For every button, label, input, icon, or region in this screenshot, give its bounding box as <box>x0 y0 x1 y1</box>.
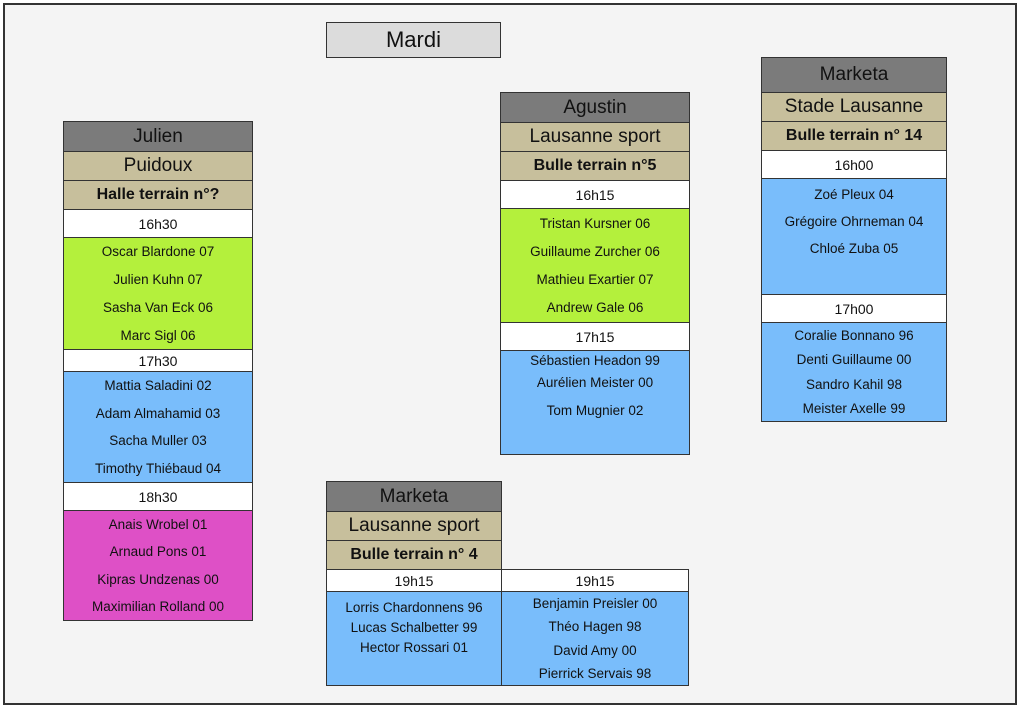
player-entry: Mathieu Exartier 07 <box>536 272 654 288</box>
site-name: Lausanne sport <box>326 512 502 541</box>
player-entry: Anais Wrobel 01 <box>108 517 208 533</box>
schedule-block-julien: Julien Puidoux Halle terrain n°? 16h30 O… <box>63 121 253 621</box>
coach-name: Marketa <box>761 57 947 93</box>
player-group: Coralie Bonnano 96 Denti Guillaume 00 Sa… <box>761 323 947 422</box>
player-entry: Sasha Van Eck 06 <box>102 299 214 315</box>
player-entry: Marc Sigl 06 <box>120 327 196 343</box>
session-time: 19h15 <box>326 569 502 592</box>
session-time: 18h30 <box>63 483 253 511</box>
player-group: Oscar Blardone 07 Julien Kuhn 07 Sasha V… <box>63 238 253 350</box>
player-entry: Meister Axelle 99 <box>802 401 906 417</box>
player-entry: Oscar Blardone 07 <box>101 244 215 260</box>
schedule-block-marketa-sport: Marketa Lausanne sport Bulle terrain n° … <box>326 481 701 686</box>
session-column: 19h15 Lorris Chardonnens 96 Lucas Schalb… <box>326 569 502 686</box>
player-entry: Théo Hagen 98 <box>548 619 642 635</box>
player-group: Anais Wrobel 01 Arnaud Pons 01 Kipras Un… <box>63 511 253 621</box>
player-entry: Denti Guillaume 00 <box>796 352 912 368</box>
player-entry: Mattia Saladini 02 <box>104 378 212 394</box>
player-group: Lorris Chardonnens 96 Lucas Schalbetter … <box>326 592 502 686</box>
field-name: Bulle terrain n°5 <box>500 152 690 181</box>
player-entry: Julien Kuhn 07 <box>113 272 203 288</box>
session-time: 17h15 <box>500 323 690 351</box>
player-entry: Sacha Muller 03 <box>109 433 207 449</box>
player-entry: Tom Mugnier 02 <box>546 403 644 418</box>
field-name: Bulle terrain n° 14 <box>761 122 947 151</box>
player-entry: Lucas Schalbetter 99 <box>350 620 478 635</box>
day-title: Mardi <box>326 22 501 58</box>
session-time: 16h00 <box>761 151 947 179</box>
player-group: Zoé Pleux 04 Grégoire Ohrneman 04 Chloé … <box>761 179 947 295</box>
session-time: 16h15 <box>500 181 690 209</box>
session-time: 16h30 <box>63 210 253 238</box>
player-entry: Arnaud Pons 01 <box>109 544 207 560</box>
player-group: Tristan Kursner 06 Guillaume Zurcher 06 … <box>500 209 690 323</box>
player-entry: Timothy Thiébaud 04 <box>94 460 222 476</box>
player-group: Mattia Saladini 02 Adam Almahamid 03 Sac… <box>63 372 253 483</box>
session-column: 19h15 Benjamin Preisler 00 Théo Hagen 98… <box>501 569 689 686</box>
field-name: Halle terrain n°? <box>63 181 253 210</box>
player-entry: Andrew Gale 06 <box>546 300 644 316</box>
player-entry: Coralie Bonnano 96 <box>794 327 914 343</box>
player-entry: Sandro Kahil 98 <box>805 376 903 392</box>
session-time: 17h30 <box>63 350 253 372</box>
player-group: Sébastien Headon 99 Aurélien Meister 00 … <box>500 351 690 455</box>
player-entry: Maximilian Rolland 00 <box>91 598 225 614</box>
player-entry: Hector Rossari 01 <box>359 640 469 655</box>
player-entry: Pierrick Servais 98 <box>538 665 652 681</box>
player-entry: Chloé Zuba 05 <box>809 241 899 256</box>
player-entry: Zoé Pleux 04 <box>814 187 894 202</box>
player-entry: Tristan Kursner 06 <box>539 215 651 231</box>
coach-name: Julien <box>63 121 253 152</box>
site-name: Lausanne sport <box>500 123 690 152</box>
player-entry: Benjamin Preisler 00 <box>532 596 658 612</box>
schedule-block-agustin: Agustin Lausanne sport Bulle terrain n°5… <box>500 92 690 455</box>
session-time: 17h00 <box>761 295 947 323</box>
coach-name: Marketa <box>326 481 502 512</box>
schedule-block-marketa-stade: Marketa Stade Lausanne Bulle terrain n° … <box>761 57 947 422</box>
player-entry: Grégoire Ohrneman 04 <box>784 214 924 229</box>
player-entry: Aurélien Meister 00 <box>536 375 654 390</box>
session-time: 19h15 <box>501 569 689 592</box>
player-entry: David Amy 00 <box>553 642 637 658</box>
player-group: Benjamin Preisler 00 Théo Hagen 98 David… <box>501 592 689 686</box>
coach-name: Agustin <box>500 92 690 123</box>
site-name: Puidoux <box>63 152 253 181</box>
player-entry: Kipras Undzenas 00 <box>97 571 219 587</box>
player-entry: Sébastien Headon 99 <box>530 353 660 368</box>
field-name: Bulle terrain n° 4 <box>326 541 502 570</box>
player-entry: Adam Almahamid 03 <box>95 405 221 421</box>
site-name: Stade Lausanne <box>761 93 947 122</box>
player-entry: Guillaume Zurcher 06 <box>530 243 660 259</box>
session-pair: 19h15 Lorris Chardonnens 96 Lucas Schalb… <box>326 569 701 686</box>
player-entry: Lorris Chardonnens 96 <box>345 600 483 615</box>
